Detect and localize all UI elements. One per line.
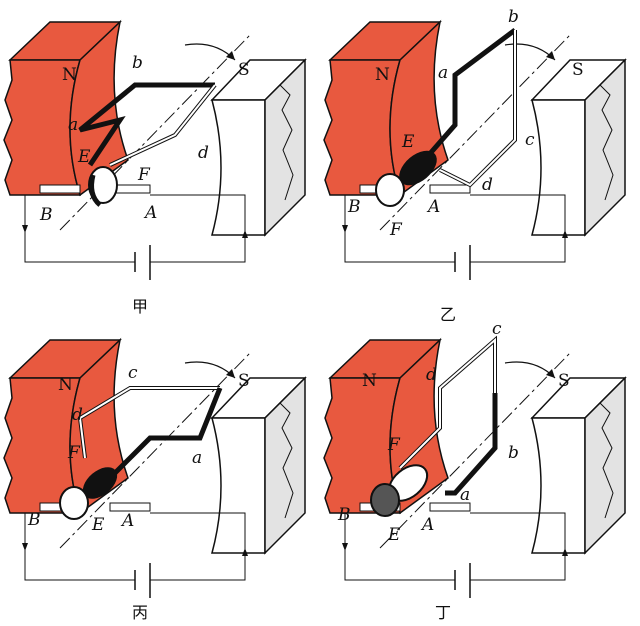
label: F	[67, 443, 81, 463]
label: S	[238, 371, 250, 391]
coil-black	[445, 393, 498, 496]
label: a	[460, 485, 470, 505]
label: b	[508, 7, 519, 27]
label: N	[58, 375, 73, 395]
label: B	[27, 510, 41, 530]
label: c	[525, 130, 535, 150]
label: 丁	[435, 603, 451, 622]
label: N	[362, 371, 377, 391]
label: N	[62, 65, 77, 85]
label: A	[420, 515, 434, 535]
label: S	[558, 371, 570, 391]
label: F	[387, 435, 401, 455]
label: E	[401, 132, 415, 152]
coil-black	[418, 28, 517, 167]
label: F	[137, 165, 151, 185]
label: A	[426, 197, 440, 217]
coil-white	[439, 30, 517, 188]
panel-ding: N S c d b F B A a E 丁	[323, 319, 626, 622]
label: B	[337, 505, 351, 525]
label: a	[438, 63, 448, 83]
commutator	[375, 173, 405, 207]
label: E	[77, 147, 91, 167]
commutator	[370, 483, 400, 517]
label: d	[482, 175, 493, 195]
label: E	[387, 525, 401, 545]
panel-yi: N S a b c d E F B A 乙	[323, 7, 626, 324]
label: B	[39, 205, 53, 225]
label: b	[132, 53, 143, 73]
label: N	[375, 65, 390, 85]
coil-black	[78, 82, 215, 167]
label: B	[347, 197, 361, 217]
label: E	[91, 515, 105, 535]
label: 乙	[440, 305, 456, 324]
label: 甲	[132, 297, 148, 316]
label: c	[492, 319, 502, 339]
panel-jia: N S a b d E F B A 甲	[3, 21, 306, 316]
label: d	[72, 405, 83, 425]
label: 丙	[132, 603, 148, 622]
coil-black	[108, 387, 223, 480]
label: a	[192, 448, 202, 468]
label: d	[198, 143, 209, 163]
label: F	[389, 220, 403, 240]
label: A	[120, 511, 134, 531]
label: c	[128, 363, 138, 383]
commutator	[88, 166, 118, 204]
label: d	[426, 365, 437, 385]
label: A	[143, 203, 157, 223]
commutator	[59, 486, 89, 520]
label: b	[508, 443, 519, 463]
label: a	[68, 115, 78, 135]
panel-bing: N S c d a F B E A 丙	[3, 339, 306, 622]
label: S	[572, 60, 584, 80]
label: S	[238, 60, 250, 80]
